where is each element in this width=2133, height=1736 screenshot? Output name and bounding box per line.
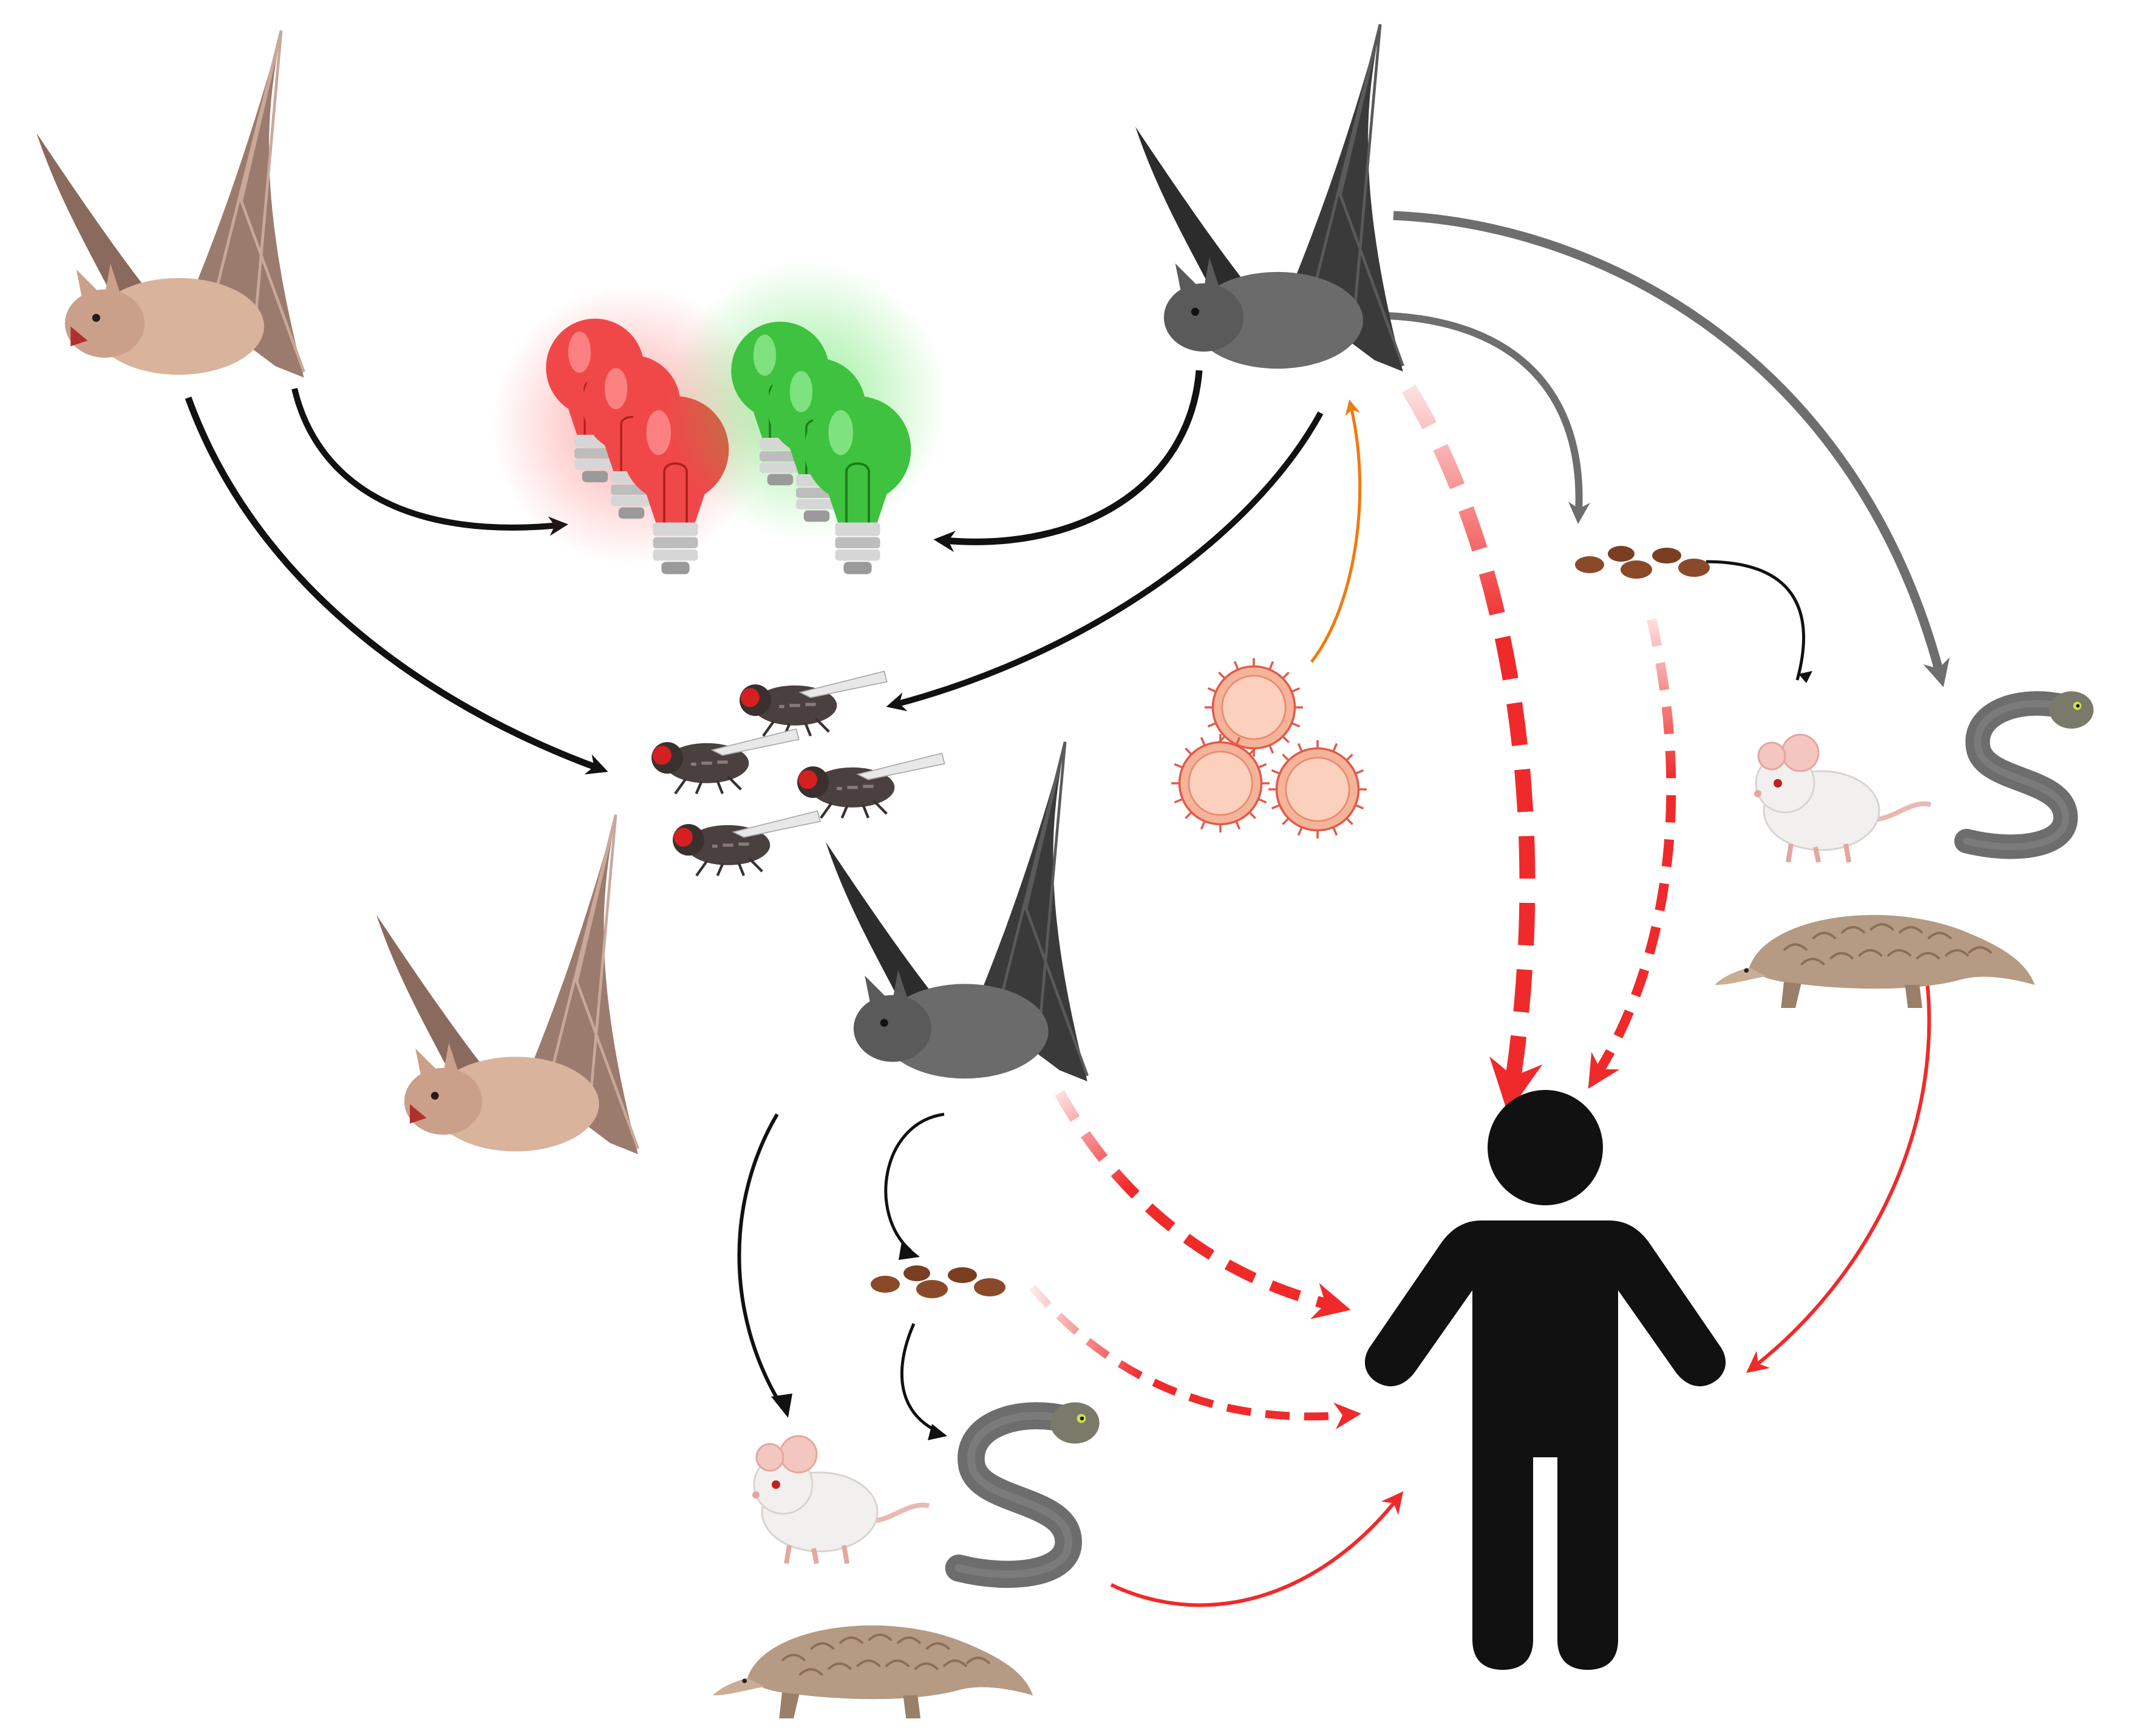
arrow-dark-bat-to-insects [886, 411, 1324, 712]
snake-icon [959, 1402, 1100, 1574]
mouse-icon [1754, 735, 1931, 862]
arrow-dark-bat-to-human [1401, 384, 1543, 1114]
virus-icon [1267, 739, 1368, 840]
arrow-lower-bat-to-human [1055, 1090, 1351, 1319]
arrow-lower-guano-to-snake [900, 1322, 942, 1435]
arrow-lower-bat-to-mouse [737, 1113, 785, 1410]
virus-particles [1170, 657, 1368, 840]
virus-icon [1170, 733, 1271, 834]
arrow-virus-to-dark-bat [1310, 399, 1362, 663]
pangolin-icon [1713, 913, 2036, 1008]
guano-icon [871, 1265, 1005, 1298]
green-light-bulbs [668, 261, 947, 576]
brown-bat-icon [376, 815, 638, 1154]
pangolin-icon [712, 1624, 1035, 1718]
fly-icon [740, 672, 887, 737]
arrow-lower-bat-to-guano [884, 1112, 945, 1252]
fly-icon [651, 729, 799, 794]
guano-icon [1575, 546, 1710, 579]
green-bulb-icon [803, 395, 913, 576]
arrow-dark-bat-to-bulbs [933, 370, 1203, 553]
arrow-brown-bat-to-insects [185, 397, 608, 775]
dark-bat-icon [1135, 24, 1403, 372]
snake-icon [1967, 691, 2094, 846]
arrow-guano-to-human [1588, 618, 1676, 1089]
human-icon [1364, 1090, 1726, 1670]
fly-icon [797, 754, 945, 819]
arrow-lower-guano-to-human [1029, 1284, 1362, 1429]
arrow-dark-bat-to-snake [1393, 211, 1950, 687]
arrow-right-pangolin-to-human [1746, 962, 1931, 1373]
edges [185, 211, 1950, 1607]
arrow-lower-snake-to-human [1110, 1491, 1404, 1607]
mouse-icon [752, 1436, 929, 1564]
arrow-brown-bat-to-bulbs [291, 387, 568, 536]
arrow-dark-bat-to-guano [1387, 312, 1590, 524]
fly-icon [673, 811, 820, 876]
arrow-guano-to-mouse [1706, 560, 1805, 681]
brown-bat-icon [36, 30, 304, 378]
